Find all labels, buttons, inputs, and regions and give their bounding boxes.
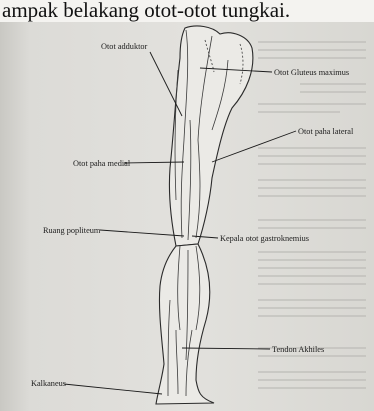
label-adductor: Otot adduktor	[101, 42, 148, 51]
label-lateral: Otot paha lateral	[298, 127, 354, 136]
label-achilles: Tendon Akhiles	[272, 345, 324, 354]
label-gastrocnemius: Kepala otot gastroknemius	[220, 234, 309, 243]
background-text-lines	[258, 42, 366, 388]
label-calcaneus: Kalkaneus	[31, 379, 66, 388]
label-popliteal: Ruang popliteum	[43, 226, 101, 235]
label-gluteus: Otot Gluteus maximus	[274, 68, 349, 77]
leader-lateral	[212, 131, 296, 162]
leader-popliteal	[100, 230, 184, 236]
leader-calcaneus	[64, 384, 162, 394]
thigh-outline	[169, 26, 252, 246]
lower-leg-outline	[156, 244, 214, 404]
label-medial: Otot paha medial	[73, 159, 131, 168]
